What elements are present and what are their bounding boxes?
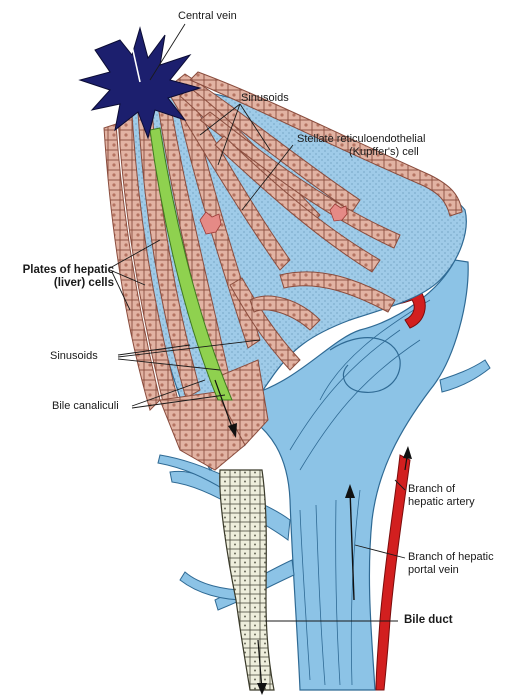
label-portal-vein-line2: portal vein xyxy=(408,564,494,577)
label-hepatic-artery-line2: hepatic artery xyxy=(408,496,475,509)
label-hepatic-artery-line1: Branch of xyxy=(408,483,475,496)
bile-duct xyxy=(220,470,274,690)
label-plates-line1: Plates of hepatic xyxy=(8,264,114,277)
label-central-vein: Central vein xyxy=(178,10,237,23)
label-portal-vein-branch: Branch of hepatic portal vein xyxy=(408,551,494,577)
label-stellate-line1: Stellate reticuloendothelial xyxy=(297,133,425,146)
label-sinusoids-top: Sinusoids xyxy=(241,92,289,105)
label-hepatic-artery-branch: Branch of hepatic artery xyxy=(408,483,475,509)
label-bile-canaliculi: Bile canaliculi xyxy=(52,400,119,413)
label-stellate-cell: Stellate reticuloendothelial (Kupffer's)… xyxy=(297,133,425,159)
label-portal-vein-line1: Branch of hepatic xyxy=(408,551,494,564)
label-bile-duct: Bile duct xyxy=(404,614,453,627)
label-plates-line2: (liver) cells xyxy=(8,277,114,290)
label-sinusoids-left: Sinusoids xyxy=(50,350,98,363)
label-stellate-line2: (Kupffer's) cell xyxy=(297,146,425,159)
label-plates-of-hepatic-cells: Plates of hepatic (liver) cells xyxy=(8,264,114,290)
